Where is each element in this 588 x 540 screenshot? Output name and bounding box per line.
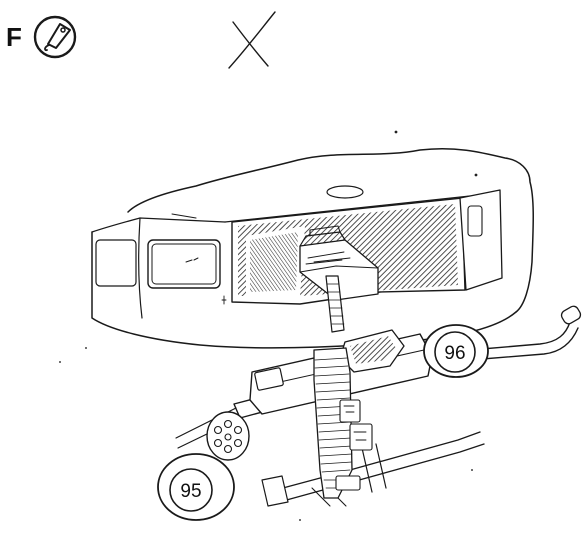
gun-assembly (175, 305, 582, 507)
cross-out-icon (228, 11, 276, 69)
callout-96-number: 96 (444, 343, 465, 364)
callout-95-number: 95 (180, 481, 201, 502)
tag-tool-icon (33, 15, 77, 59)
section-letter: F (6, 22, 22, 52)
callout-95: 95 (157, 453, 235, 521)
callout-96: 96 (423, 324, 489, 378)
airframe-body (91, 130, 534, 349)
scan-specks (59, 347, 473, 521)
